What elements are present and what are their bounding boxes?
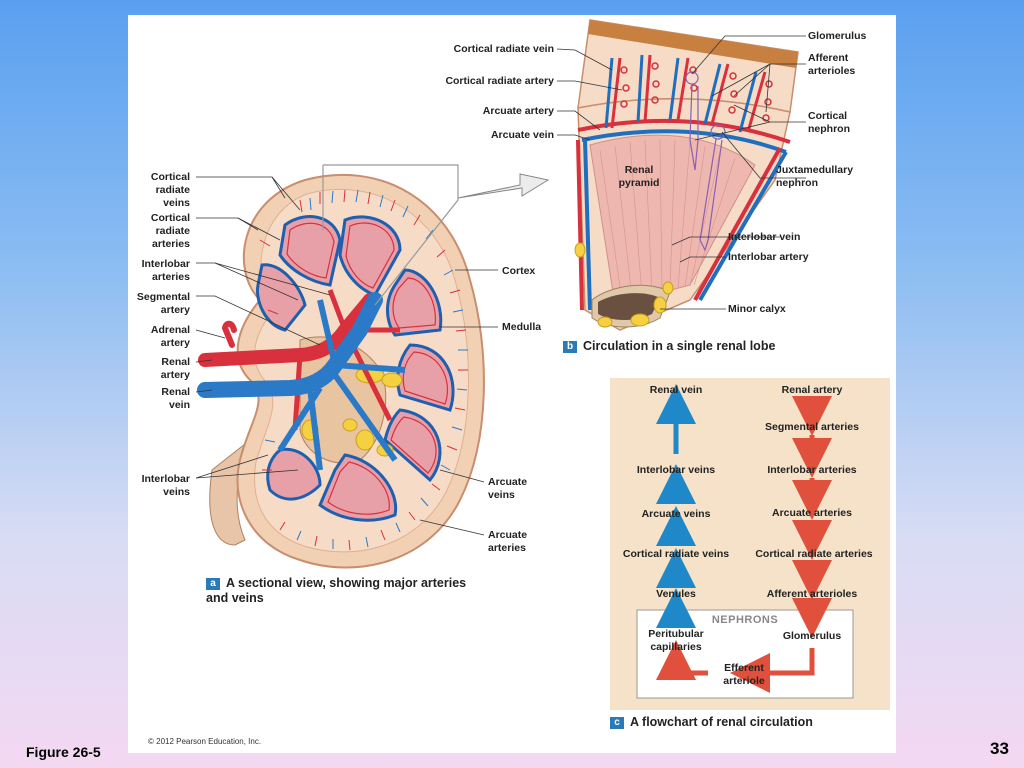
caption-a-text: A sectional view, showing major arteries…: [206, 576, 467, 605]
flow-peritubular: Peritubular capillaries: [648, 628, 704, 653]
label-cortical-radiate-arteries: Cortical radiate arteries: [150, 212, 190, 250]
label-cortex: Cortex: [502, 265, 536, 277]
flow-artery-3: Arcuate arteries: [772, 507, 852, 519]
slide-number: 33: [990, 739, 1009, 758]
flow-artery-2: Interlobar arteries: [767, 464, 857, 476]
label-interlobar-artery: Interlobar artery: [728, 251, 809, 263]
label-cortical-radiate-vein: Cortical radiate vein: [453, 43, 554, 55]
label-interlobar-arteries: Interlobar arteries: [141, 258, 190, 283]
label-cortical-nephron: Cortical nephron: [808, 110, 850, 135]
label-renal-pyramid: Renal pyramid: [618, 164, 660, 189]
label-segmental-artery: Segmental artery: [136, 291, 190, 316]
label-renal-artery: Renal artery: [160, 356, 190, 381]
label-renal-vein: Renal vein: [161, 386, 190, 411]
label-arcuate-veins: Arcuate veins: [488, 476, 528, 501]
label-interlobar-vein: Interlobar vein: [728, 231, 801, 243]
flow-vein-2: Arcuate veins: [641, 508, 711, 520]
flow-vein-0: Renal vein: [649, 384, 703, 396]
caption-b-tag: b: [563, 341, 577, 353]
label-arcuate-artery: Arcuate artery: [482, 105, 554, 117]
label-arcuate-vein: Arcuate vein: [490, 129, 554, 141]
label-juxtamedullary-nephron: Juxtamedullary nephron: [776, 164, 854, 189]
caption-b: b Circulation in a single renal lobe: [563, 339, 775, 354]
flow-artery-1: Segmental arteries: [765, 421, 859, 433]
label-medulla: Medulla: [502, 321, 542, 333]
caption-c-text: A flowchart of renal circulation: [630, 715, 813, 729]
nephrons-title: NEPHRONS: [711, 614, 779, 626]
flow-efferent: Efferent arteriole: [723, 662, 765, 687]
caption-b-text: Circulation in a single renal lobe: [583, 339, 776, 353]
flow-vein-1: Interlobar veins: [636, 464, 716, 476]
label-cortical-radiate-artery: Cortical radiate artery: [445, 75, 554, 87]
label-cortical-radiate-veins: Cortical radiate veins: [150, 171, 190, 209]
figure-label: Figure 26-5: [26, 744, 101, 760]
copyright: © 2012 Pearson Education, Inc.: [148, 737, 262, 746]
flow-vein-4: Venules: [656, 588, 696, 600]
flowchart-arrows: [636, 384, 854, 699]
label-adrenal-artery: Adrenal artery: [150, 324, 190, 349]
flow-artery-0: Renal artery: [781, 384, 843, 396]
caption-a-tag: a: [206, 578, 220, 590]
caption-c: c A flowchart of renal circulation: [610, 715, 813, 730]
flowchart-box: Renal vein Interlobar veins Arcuate vein…: [610, 378, 890, 710]
flow-artery-5: Afferent arterioles: [766, 588, 858, 600]
flow-vein-3: Cortical radiate veins: [622, 548, 730, 560]
label-interlobar-veins: Interlobar veins: [141, 473, 190, 498]
label-glomerulus-b: Glomerulus: [808, 30, 867, 42]
label-afferent-arterioles: Afferent arterioles: [808, 52, 856, 77]
caption-c-tag: c: [610, 717, 624, 729]
label-arcuate-arteries: Arcuate arteries: [488, 529, 528, 554]
flow-glomerulus: Glomerulus: [782, 630, 842, 642]
flow-artery-4: Cortical radiate arteries: [755, 548, 873, 560]
label-minor-calyx: Minor calyx: [728, 303, 786, 315]
